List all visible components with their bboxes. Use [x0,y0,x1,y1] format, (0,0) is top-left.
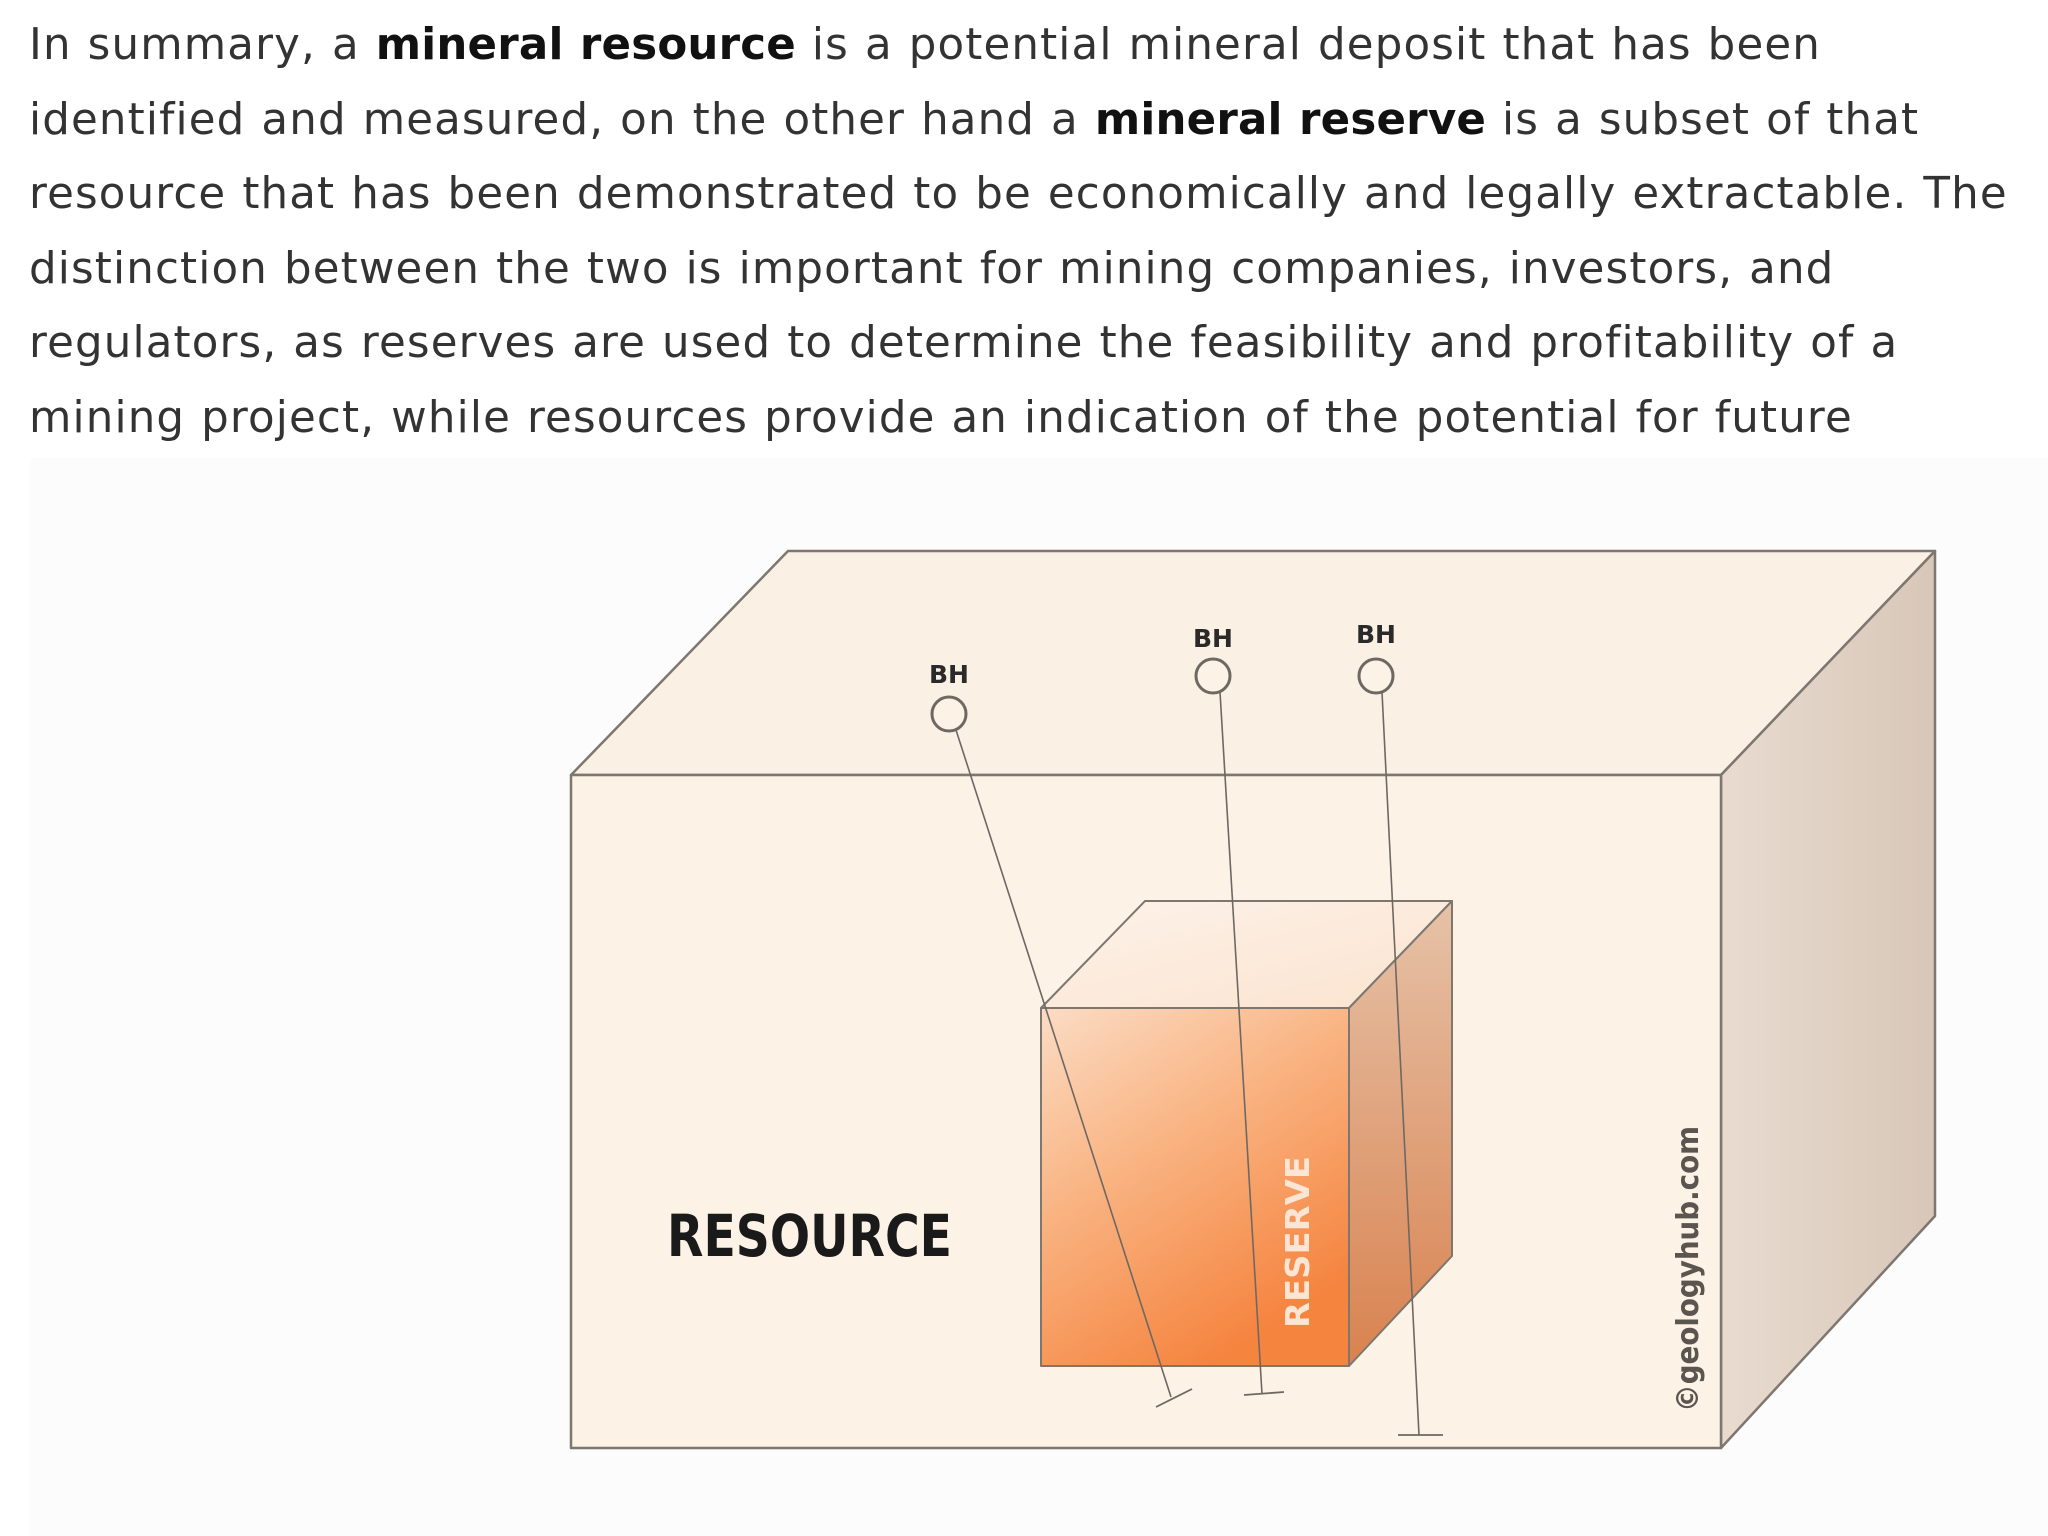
borehole-2 [1194,657,1285,1396]
borehole-3-collar-icon [1357,657,1395,695]
borehole-3 [1357,657,1443,1436]
term-mineral-reserve: mineral reserve [1094,94,1487,145]
resource-reserve-figure: BH BH BH RESOURCE RESERVE ©geologyhub.co… [30,458,2048,1536]
credit-watermark: ©geologyhub.com [1671,1126,1706,1412]
summary-paragraph: In summary, a mineral resource is a pote… [29,8,2039,530]
resource-block-top [569,549,1937,777]
term-mineral-resource: mineral resource [375,20,796,70]
block-diagram: BH BH BH RESOURCE RESERVE ©geologyhub.co… [569,549,1937,1450]
borehole-2-collar-icon [1194,657,1232,695]
borehole-2-label: BH [1193,624,1233,653]
borehole-3-label: BH [1356,620,1396,649]
borehole-1 [930,695,1193,1408]
reserve-label: RESERVE [1278,1156,1317,1328]
borehole-1-collar-icon [930,695,968,733]
summary-text-1: In summary, a [29,20,376,70]
reserve-cube-front [1040,1007,1350,1367]
summary-text-2: is a potential mineral deposit that has … [29,20,1821,145]
resource-label: RESOURCE [667,1202,952,1270]
summary-text-3: is a subset of that resource that has be… [29,94,2008,518]
borehole-1-label: BH [929,660,969,689]
